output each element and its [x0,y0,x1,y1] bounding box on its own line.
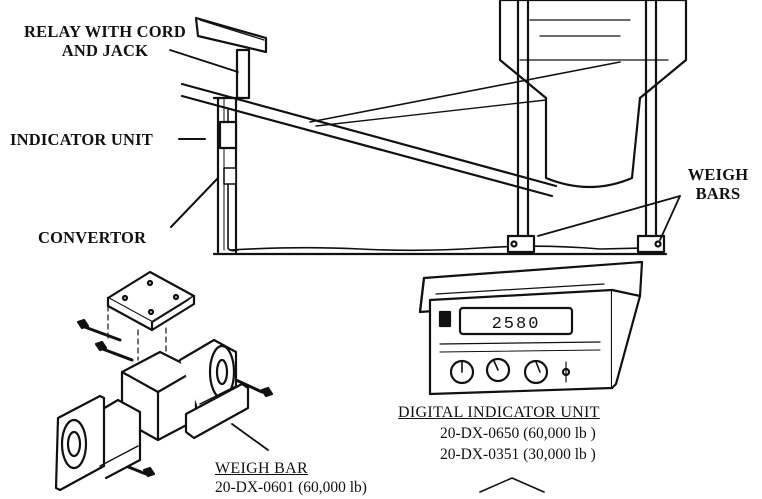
indicator-unit-box [218,120,238,150]
display-window [458,306,574,336]
digital-indicator-title: DIGITAL INDICATOR UNIT [398,404,600,421]
convertor-label: CONVERTOR [38,228,147,247]
auger-tube [180,61,621,198]
weigh-bar-model-1: 20-DX-0601 (60,000 lb) [215,479,367,496]
feed-bin [498,0,688,254]
weigh-bar-exploded-view [54,270,274,492]
digital-indicator-model-1: 20-DX-0650 (60,000 lb ) [440,425,596,442]
relay-label-line1: RELAY WITH CORD [24,22,186,41]
knob-right [523,359,549,385]
convertor-box [223,167,237,185]
relay-label: RELAY WITH CORD AND JACK [10,22,200,60]
digital-indicator-model-2: 20-DX-0351 (30,000 lb ) [440,446,596,463]
weigh-bars-label-line1: WEIGH [687,165,749,184]
digital-indicator-device [418,260,644,396]
relay-label-line2: AND JACK [61,41,149,60]
weigh-bars-label: WEIGH BARS [686,165,750,203]
weigh-bars-label-line2: BARS [695,184,741,203]
building-wall [194,16,268,254]
weigh-bar-title: WEIGH BAR [215,460,308,477]
display-readout: 2580 [492,315,541,334]
indicator-unit-label: INDICATOR UNIT [10,130,153,149]
